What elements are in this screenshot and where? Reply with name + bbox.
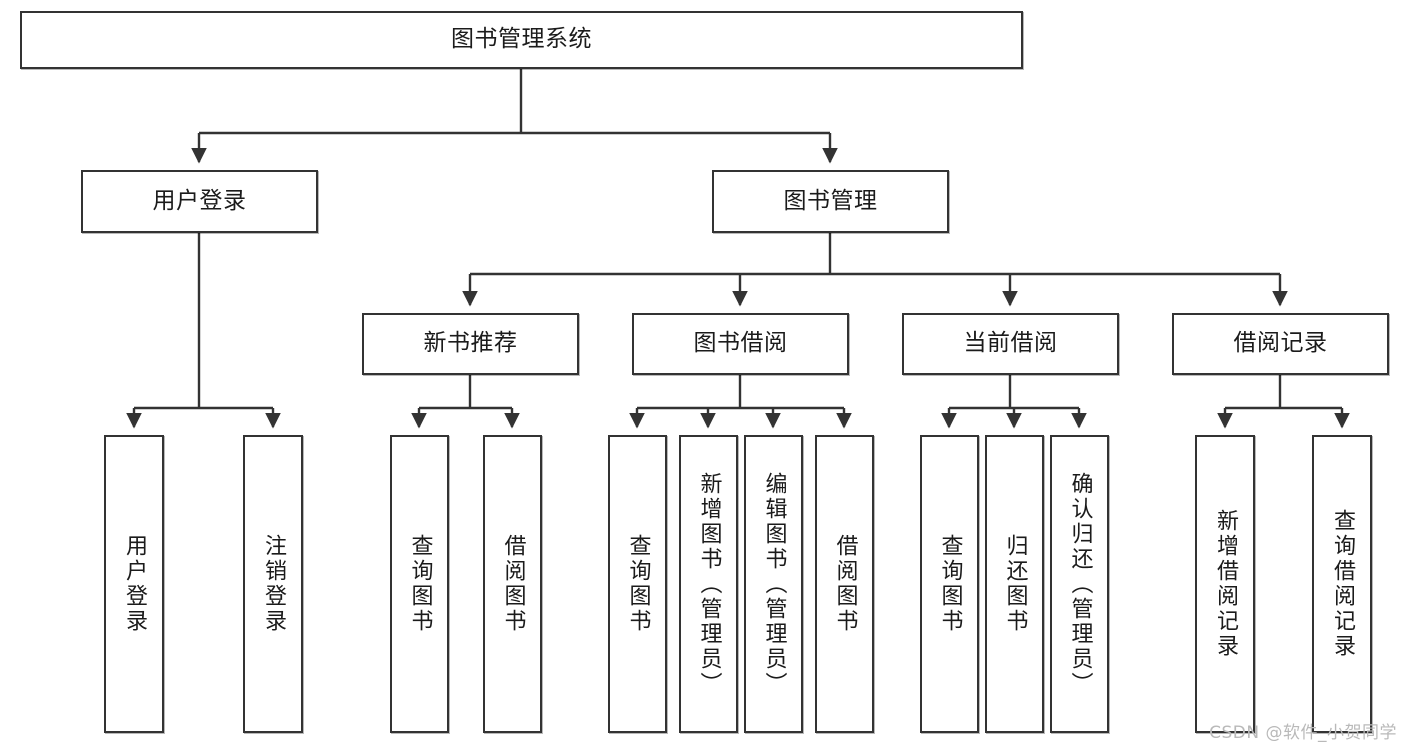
- node-label: 注销登录: [260, 534, 286, 634]
- leaf-query-book-current[interactable]: 查询图书: [920, 435, 979, 733]
- node-current-borrow[interactable]: 当前借阅: [902, 313, 1119, 375]
- leaf-add-borrow-record[interactable]: 新增借阅记录: [1195, 435, 1255, 733]
- node-book-borrow[interactable]: 图书借阅: [632, 313, 849, 375]
- node-label: 查询借阅记录: [1329, 509, 1355, 659]
- node-label: 借阅图书: [500, 534, 526, 634]
- leaf-borrow-book[interactable]: 借阅图书: [815, 435, 874, 733]
- node-label: 用户登录: [121, 534, 147, 634]
- node-label: 借阅图书: [832, 534, 858, 634]
- node-label: 新增借阅记录: [1212, 509, 1238, 659]
- leaf-query-book-recommend[interactable]: 查询图书: [390, 435, 449, 733]
- node-label: 查询图书: [407, 534, 433, 634]
- node-root-book-management-system[interactable]: 图书管理系统: [20, 11, 1023, 69]
- node-borrow-record[interactable]: 借阅记录: [1172, 313, 1389, 375]
- node-label: 图书借阅: [693, 330, 788, 357]
- leaf-logout[interactable]: 注销登录: [243, 435, 303, 733]
- node-user-login[interactable]: 用户登录: [81, 170, 318, 233]
- node-label: 确认归还（管理员）: [1067, 471, 1093, 697]
- node-label: 查询图书: [625, 534, 651, 634]
- node-label: 图书管理系统: [451, 26, 592, 53]
- node-label: 当前借阅: [963, 330, 1058, 357]
- leaf-add-book-admin[interactable]: 新增图书（管理员）: [679, 435, 738, 733]
- watermark-text: CSDN @软件_小贺同学: [1209, 723, 1397, 743]
- node-label: 编辑图书（管理员）: [761, 471, 787, 697]
- node-book-management[interactable]: 图书管理: [712, 170, 949, 233]
- node-label: 新增图书（管理员）: [696, 471, 722, 697]
- node-label: 用户登录: [152, 187, 247, 214]
- leaf-return-book[interactable]: 归还图书: [985, 435, 1044, 733]
- node-label: 借阅记录: [1233, 330, 1328, 357]
- leaf-borrow-book-recommend[interactable]: 借阅图书: [483, 435, 542, 733]
- leaf-confirm-return-admin[interactable]: 确认归还（管理员）: [1050, 435, 1109, 733]
- leaf-user-login[interactable]: 用户登录: [104, 435, 164, 733]
- node-label: 查询图书: [937, 534, 963, 634]
- node-label: 图书管理: [783, 187, 878, 214]
- node-label: 新书推荐: [423, 330, 518, 357]
- node-label: 归还图书: [1002, 534, 1028, 634]
- leaf-query-book-borrow[interactable]: 查询图书: [608, 435, 667, 733]
- leaf-edit-book-admin[interactable]: 编辑图书（管理员）: [744, 435, 803, 733]
- node-new-book-recommend[interactable]: 新书推荐: [362, 313, 579, 375]
- leaf-query-borrow-record[interactable]: 查询借阅记录: [1312, 435, 1372, 733]
